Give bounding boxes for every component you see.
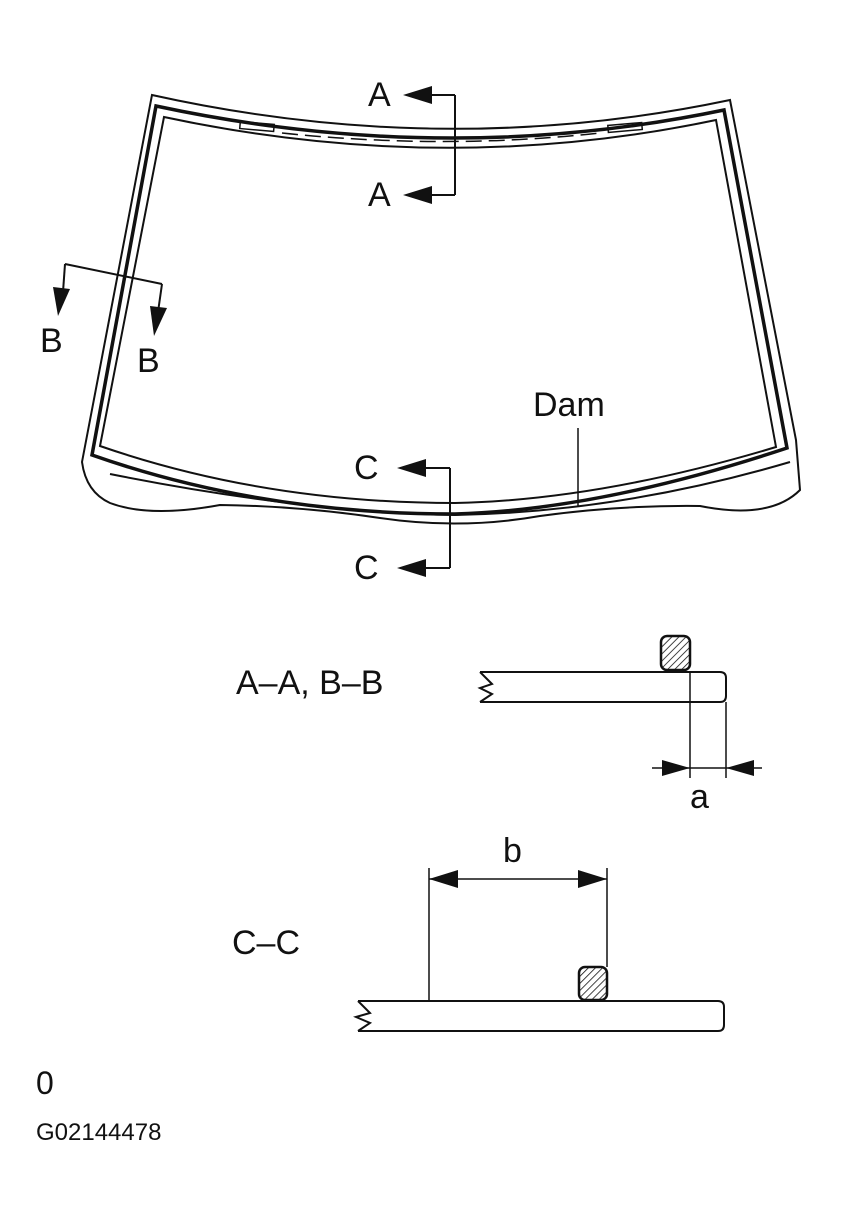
label-b-left: B: [40, 322, 63, 360]
arrow-b-left: [53, 287, 70, 316]
label-c-top: C: [354, 449, 379, 487]
section-b-indicator: B B: [40, 263, 167, 380]
section-c-indicator: C C: [354, 449, 451, 587]
arrow-b-right: [150, 306, 167, 336]
section-ab-title: A–A, B–B: [236, 664, 383, 702]
figure-code: G02144478: [36, 1119, 161, 1146]
windshield-moulding-outer: [90, 103, 790, 516]
label-dam: Dam: [533, 386, 605, 424]
footer-zero: 0: [36, 1065, 54, 1101]
section-cc-detail: C–C b: [232, 832, 725, 1032]
section-a-indicator: A A: [368, 76, 456, 214]
label-dim-a: a: [690, 778, 709, 816]
top-clip-right: [606, 121, 644, 134]
arrow-dim-b-left: [429, 870, 458, 888]
arrow-dim-a-right: [726, 760, 754, 776]
arrow-dim-a-left: [662, 760, 690, 776]
windshield-moulding-inner: [98, 115, 778, 505]
section-ab-detail: A–A, B–B a: [236, 634, 762, 816]
arrow-c-bottom: [397, 559, 426, 577]
top-clip-left: [238, 120, 276, 133]
windshield-outer-edge: [80, 93, 802, 525]
arrow-a-top: [403, 86, 432, 104]
bottom-dam-line: [109, 461, 791, 517]
glass-break-ab: [477, 671, 494, 703]
dam-block-ab: [659, 634, 692, 672]
label-c-bottom: C: [354, 549, 379, 587]
label-b-right: B: [137, 342, 160, 380]
arrow-a-bottom: [403, 186, 432, 204]
label-a-top: A: [368, 76, 391, 114]
windshield: [80, 93, 802, 525]
top-ceramic-dashes: [281, 132, 601, 143]
glass-section-cc: [358, 1000, 725, 1032]
label-a-bottom: A: [368, 176, 391, 214]
dam-callout: Dam: [533, 386, 605, 507]
glass-break-cc: [353, 1000, 373, 1032]
label-dim-b: b: [503, 832, 522, 870]
dam-block-cc: [577, 965, 609, 1002]
arrow-dim-b-right: [578, 870, 607, 888]
section-cc-title: C–C: [232, 924, 300, 962]
glass-section-ab: [480, 671, 727, 703]
arrow-c-top: [397, 459, 426, 477]
